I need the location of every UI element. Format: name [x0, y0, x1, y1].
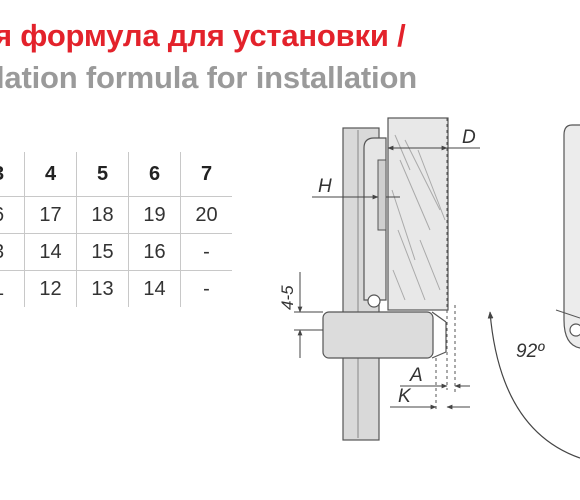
dimension-h: H	[312, 176, 400, 200]
table-header-row: 3 4 5 6 7	[0, 152, 232, 197]
table-cell: -	[180, 233, 232, 271]
table-header-cell: 5	[76, 152, 129, 197]
table-row: 3 14 15 16 -	[0, 233, 232, 271]
title-english: lation formula for installation	[0, 60, 417, 95]
table-cell: 13	[76, 270, 129, 307]
formula-table: 3 4 5 6 7 6 17 18 19 20 3 14 15 16 - 1 1…	[0, 152, 232, 307]
table-cell: 15	[76, 233, 129, 271]
label-h: H	[318, 176, 332, 197]
title-russian: я формула для установки /	[0, 18, 406, 53]
dimension-d: D	[387, 127, 480, 151]
dimension-k: K	[390, 386, 470, 410]
table-cell: 14	[128, 270, 181, 307]
table-row: 1 12 13 14 -	[0, 270, 232, 307]
table-header-cell: 4	[24, 152, 77, 197]
open-door-view: 92º	[487, 124, 580, 459]
door-panel	[387, 117, 449, 311]
table-cell: 18	[76, 196, 129, 234]
mounting-plate	[322, 311, 447, 359]
label-k: K	[398, 386, 412, 407]
table-header-cell: 6	[128, 152, 181, 197]
hinge-arm	[363, 137, 387, 308]
dimension-4-5: 4-5	[278, 272, 323, 358]
table-header-cell: 7	[180, 152, 232, 197]
table-cell: 12	[24, 270, 77, 307]
label-a: A	[409, 365, 423, 386]
table-cell: -	[180, 270, 232, 307]
table-cell: 14	[24, 233, 77, 271]
label-angle: 92º	[516, 341, 545, 362]
table-header-cell: 3	[0, 152, 25, 197]
dimension-a: A	[400, 365, 470, 389]
table-cell: 16	[128, 233, 181, 271]
table-cell: 3	[0, 233, 25, 271]
label-d: D	[462, 127, 476, 148]
label-4-5: 4-5	[278, 285, 297, 310]
table-cell: 19	[128, 196, 181, 234]
